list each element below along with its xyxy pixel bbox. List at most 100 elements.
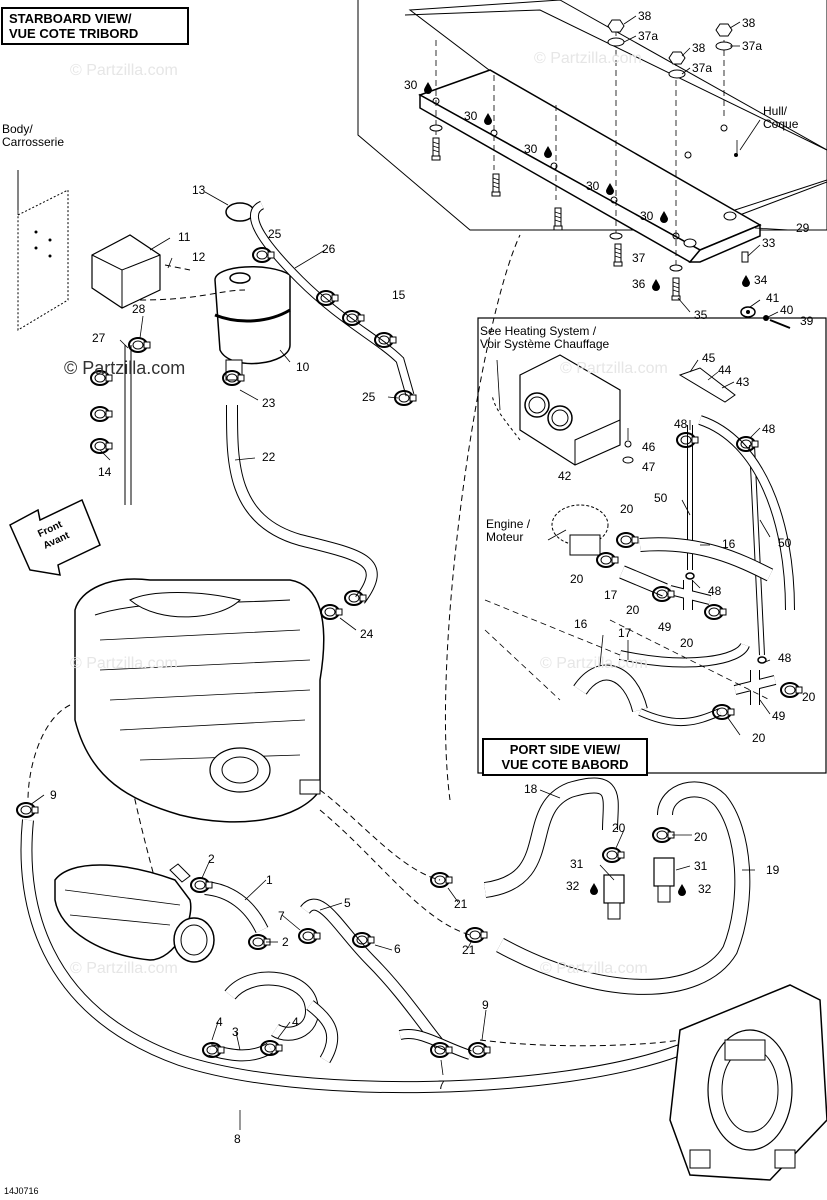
callout-27: 27	[92, 331, 106, 345]
body-label: Body/ Carrosserie	[2, 122, 65, 149]
callout-1: 1	[266, 873, 273, 887]
callout-20: 20	[626, 603, 640, 617]
callout-3: 3	[232, 1025, 239, 1039]
callout-21: 21	[454, 897, 468, 911]
callout-25: 25	[362, 390, 376, 404]
jet-pump-housing	[669, 984, 827, 1181]
callout-37a: 37a	[692, 61, 713, 75]
callout-37a: 37a	[742, 39, 763, 53]
callout-32: 32	[566, 879, 580, 893]
callout-38: 38	[742, 16, 756, 30]
callout-30: 30	[464, 109, 478, 123]
callout-2: 2	[282, 935, 289, 949]
callout-48: 48	[708, 584, 722, 598]
callout-49: 49	[658, 620, 672, 634]
hull-detail-box	[357, 0, 827, 329]
callout-37a: 37a	[638, 29, 659, 43]
callout-10: 10	[296, 360, 310, 374]
watermark-4: © Partzilla.com	[540, 655, 648, 672]
diagram-code: 14J0716	[4, 1186, 39, 1196]
callout-31: 31	[694, 859, 708, 873]
callout-18: 18	[524, 782, 538, 796]
engine-block	[74, 578, 325, 823]
callout-49: 49	[772, 709, 786, 723]
callout-20: 20	[680, 636, 694, 650]
body-panel	[17, 170, 161, 331]
fittings-31	[603, 857, 675, 920]
callout-29: 29	[796, 221, 810, 235]
watermark-3: © Partzilla.com	[560, 360, 668, 377]
callout-35: 35	[694, 308, 708, 322]
callout-48: 48	[674, 417, 688, 431]
callout-47: 47	[642, 460, 656, 474]
callout-6: 6	[394, 942, 401, 956]
callout-20: 20	[620, 502, 634, 516]
callout-22: 22	[262, 450, 276, 464]
callout-5: 5	[344, 896, 351, 910]
callout-24: 24	[360, 627, 374, 641]
callout-16: 16	[574, 617, 588, 631]
callout-9: 9	[50, 788, 57, 802]
callout-31: 31	[570, 857, 584, 871]
callout-20: 20	[570, 572, 584, 586]
callout-4: 4	[292, 1015, 299, 1029]
callout-42: 42	[558, 469, 572, 483]
callout-37: 37	[632, 251, 646, 265]
callout-17: 17	[618, 626, 632, 640]
callout-50: 50	[654, 491, 668, 505]
callout-36: 36	[632, 277, 646, 291]
callout-33: 33	[762, 236, 776, 250]
callout-7: 7	[278, 909, 285, 923]
callout-8: 8	[234, 1132, 241, 1146]
callout-43: 43	[736, 375, 750, 389]
callout-32: 32	[698, 882, 712, 896]
elbow-hoses	[224, 971, 339, 1064]
callout-9: 9	[482, 998, 489, 1012]
callout-30: 30	[524, 142, 538, 156]
callout-25: 25	[268, 227, 282, 241]
callout-28: 28	[132, 302, 146, 316]
callout-4: 4	[216, 1015, 223, 1029]
callout-21: 21	[462, 943, 476, 957]
hull-label: Hull/ Coque	[763, 104, 799, 131]
heating-system-label: See Heating System / Voir Système Chauff…	[480, 324, 610, 351]
callout-38: 38	[692, 41, 706, 55]
mounting-rail	[418, 69, 762, 251]
callout-46: 46	[642, 440, 656, 454]
port-side-view-title: PORT SIDE VIEW/ VUE COTE BABORD	[482, 738, 648, 776]
watermark-7: © Partzilla.com	[540, 960, 648, 977]
callout-13: 13	[192, 183, 206, 197]
watermark-6: © Partzilla.com	[70, 960, 178, 977]
callout-20: 20	[694, 830, 708, 844]
callout-12: 12	[192, 250, 206, 264]
callout-17: 17	[604, 588, 618, 602]
exhaust-manifold	[54, 863, 215, 963]
callout-11: 11	[178, 230, 191, 244]
callout-39: 39	[800, 314, 814, 328]
watermark-1: © Partzilla.com	[70, 62, 178, 79]
callout-48: 48	[762, 422, 776, 436]
callout-16: 16	[722, 537, 736, 551]
callout-23: 23	[262, 396, 276, 410]
callout-44: 44	[718, 363, 732, 377]
callout-26: 26	[322, 242, 336, 256]
callout-41: 41	[766, 291, 780, 305]
leader-lines	[17, 15, 791, 1130]
callout-34: 34	[754, 273, 768, 287]
watermark-2: © Partzilla.com	[534, 50, 642, 67]
watermark-5: © Partzilla.com	[70, 655, 178, 672]
callout-2: 2	[208, 852, 215, 866]
callout-20: 20	[802, 690, 816, 704]
callout-30: 30	[640, 209, 654, 223]
callout-38: 38	[638, 9, 652, 23]
callout-45: 45	[702, 351, 716, 365]
callout-14: 14	[98, 465, 112, 479]
starboard-view-title: STARBOARD VIEW/ VUE COTE TRIBORD	[1, 7, 189, 45]
heating-detail-box	[477, 317, 827, 774]
callout-7: 7	[438, 1078, 445, 1092]
callout-50: 50	[778, 536, 792, 550]
callout-20: 20	[752, 731, 766, 745]
callout-30: 30	[404, 78, 418, 92]
watermark-main: © Partzilla.com	[64, 358, 186, 378]
